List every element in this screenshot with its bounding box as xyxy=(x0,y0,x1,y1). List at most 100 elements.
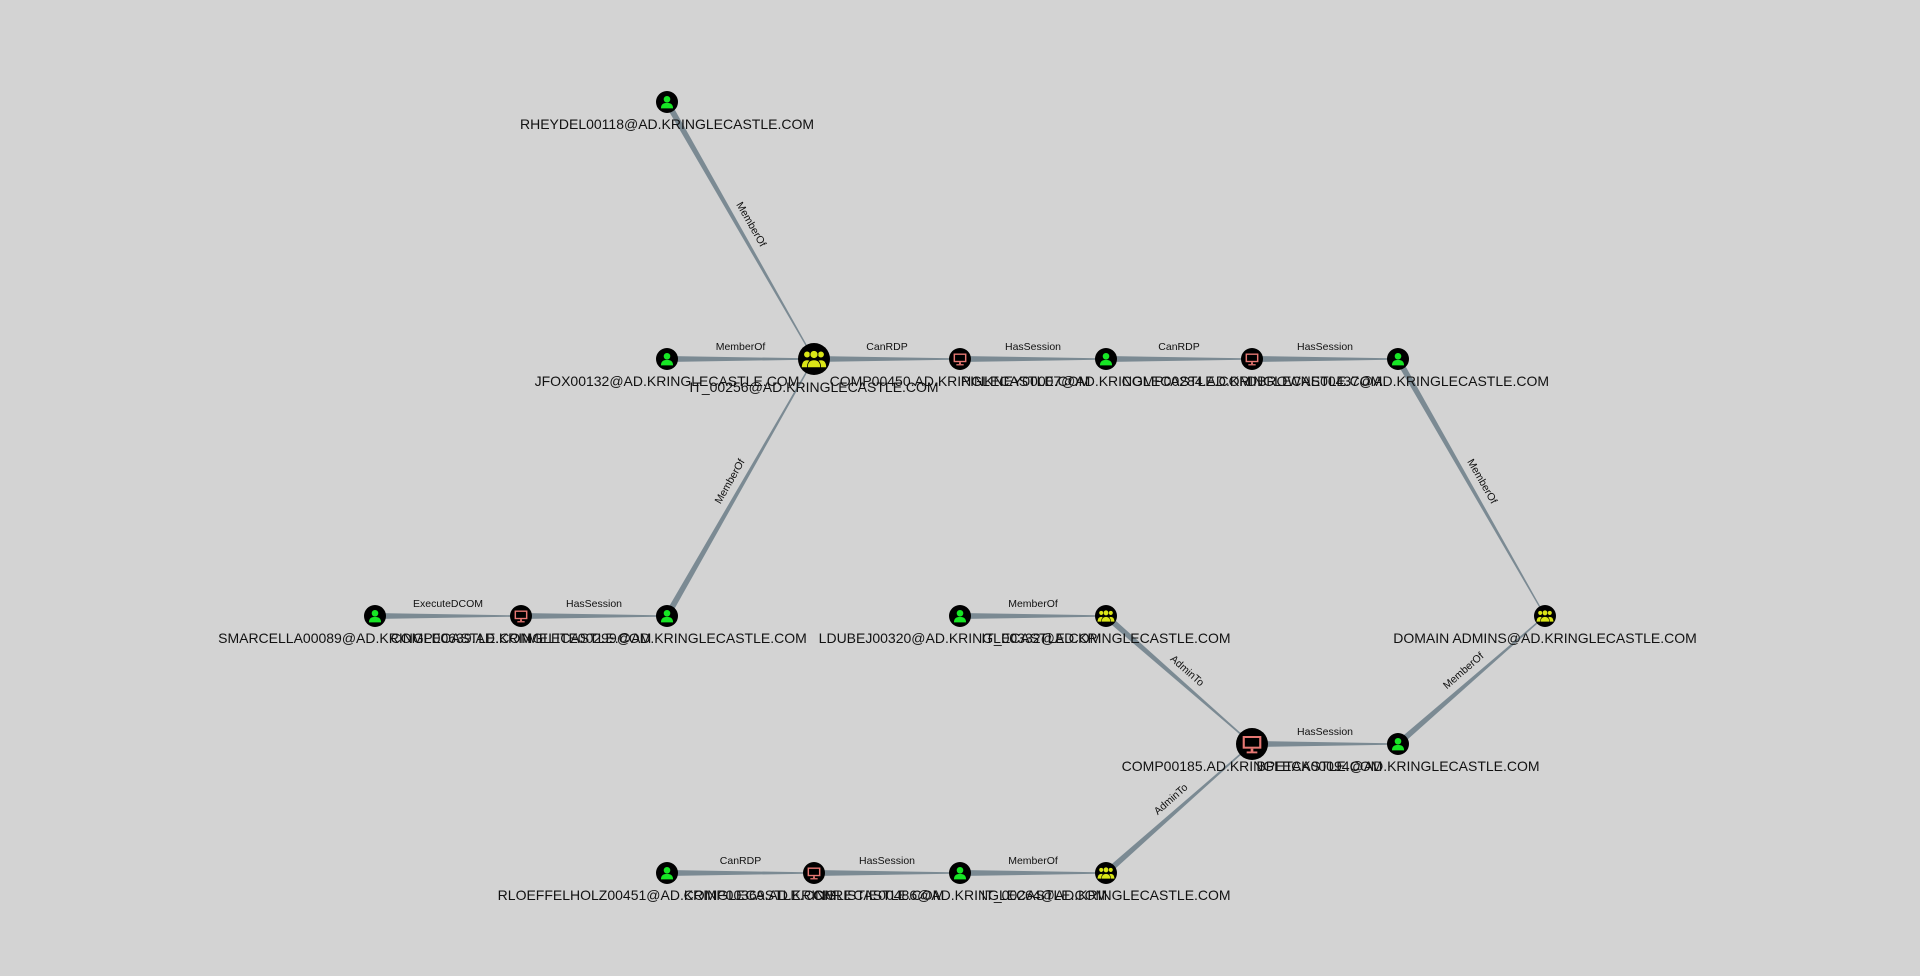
edge-executedcom[interactable]: ExecuteDCOM xyxy=(375,598,521,619)
node-computer[interactable]: COMP00185.AD.KRINGLECASTLE.COM xyxy=(1122,728,1383,774)
edge-memberof[interactable]: MemberOf xyxy=(664,100,815,360)
edge-line[interactable] xyxy=(664,100,815,360)
node-label: COMP00369.AD.KRINGLECASTLE.COM xyxy=(684,887,945,903)
node-group[interactable]: IT_00332@AD.KRINGLECASTLE.COM xyxy=(981,605,1231,646)
node-label: COMP00284.AD.KRINGLECASTLE.COM xyxy=(1122,373,1383,389)
node-computer[interactable]: COMP00450.AD.KRINGLECASTLE.COM xyxy=(830,348,1091,389)
edge-memberof[interactable]: MemberOf xyxy=(667,341,814,362)
edge-hassession[interactable]: HasSession xyxy=(521,598,667,619)
node-computer[interactable]: COMP00639.AD.KRINGLECASTLE.COM xyxy=(391,605,652,646)
edge-line[interactable] xyxy=(814,870,960,876)
edge-line[interactable] xyxy=(960,613,1106,619)
edge-line[interactable] xyxy=(667,356,814,362)
edge-hassession[interactable]: HasSession xyxy=(1252,726,1398,747)
edge-line[interactable] xyxy=(667,870,814,876)
edge-line[interactable] xyxy=(1106,356,1252,362)
edge-label: ExecuteDCOM xyxy=(413,598,483,610)
edge-hassession[interactable]: HasSession xyxy=(814,855,960,876)
edge-memberof[interactable]: MemberOf xyxy=(960,598,1106,619)
node-circle[interactable] xyxy=(1534,605,1556,627)
edge-label: AdminTo xyxy=(1152,781,1191,817)
nodes-layer: RHEYDEL00118@AD.KRINGLECASTLE.COM JFOX001… xyxy=(218,91,1697,903)
group-icon xyxy=(800,350,828,369)
node-label: COMP00639.AD.KRINGLECASTLE.COM xyxy=(391,630,652,646)
node-user[interactable]: JFOX00132@AD.KRINGLECASTLE.COM xyxy=(535,348,800,389)
edge-line[interactable] xyxy=(1104,743,1253,876)
node-circle[interactable] xyxy=(798,343,830,375)
node-label: DBROWNE00437@AD.KRINGLECASTLE.COM xyxy=(1247,373,1549,389)
edge-line[interactable] xyxy=(1252,741,1398,747)
computer-icon xyxy=(807,867,821,880)
group-icon xyxy=(1097,609,1115,623)
node-label: RLOEFFELHOLZ00451@AD.KRINGLECASTLE.COM xyxy=(498,887,837,903)
node-label: RHEYDEL00118@AD.KRINGLECASTLE.COM xyxy=(520,116,814,132)
computer-icon xyxy=(1242,736,1262,754)
node-circle[interactable] xyxy=(1095,862,1117,884)
node-user[interactable]: PINKNEY00007@AD.KRINGLECASTLE.COM xyxy=(961,348,1251,389)
user-icon xyxy=(660,95,674,109)
edge-line[interactable] xyxy=(814,356,960,362)
edge-line[interactable] xyxy=(1395,357,1546,617)
node-computer[interactable]: COMP00284.AD.KRINGLECASTLE.COM xyxy=(1122,348,1383,389)
user-icon xyxy=(1099,352,1113,366)
edge-line[interactable] xyxy=(960,356,1106,362)
user-icon xyxy=(1391,352,1405,366)
computer-icon xyxy=(1245,353,1259,366)
node-label: IT_00264@AD.KRINGLECASTLE.COM xyxy=(981,887,1230,903)
edge-canrdp[interactable]: CanRDP xyxy=(1106,341,1252,362)
edge-canrdp[interactable]: CanRDP xyxy=(814,341,960,362)
node-user[interactable]: SMARCELLA00089@AD.KRINGLECASTLE.COM xyxy=(218,605,532,646)
node-label: COMP00450.AD.KRINGLECASTLE.COM xyxy=(830,373,1091,389)
node-user[interactable]: LDUBEJ00320@AD.KRINGLECASTLE.COM xyxy=(819,605,1102,646)
user-icon xyxy=(660,609,674,623)
edge-label: HasSession xyxy=(859,855,915,867)
edge-canrdp[interactable]: CanRDP xyxy=(667,855,814,876)
node-group[interactable]: IT_00264@AD.KRINGLECASTLE.COM xyxy=(981,862,1231,903)
edge-label: AdminTo xyxy=(1168,653,1207,689)
edge-label: MemberOf xyxy=(1008,598,1058,610)
edge-label: HasSession xyxy=(1297,726,1353,738)
node-label: BPETAK00094@AD.KRINGLECASTLE.COM xyxy=(1256,758,1539,774)
node-label: PINKNEY00007@AD.KRINGLECASTLE.COM xyxy=(961,373,1251,389)
user-icon xyxy=(660,352,674,366)
edge-line[interactable] xyxy=(664,358,815,618)
edge-line[interactable] xyxy=(1252,356,1398,362)
node-group[interactable]: IT_00256@AD.KRINGLECASTLE.COM xyxy=(689,343,939,395)
user-icon xyxy=(953,866,967,880)
user-icon xyxy=(660,866,674,880)
node-label: MELITE00299@AD.KRINGLECASTLE.COM xyxy=(527,630,807,646)
edge-line[interactable] xyxy=(960,870,1106,876)
edge-memberof[interactable]: MemberOf xyxy=(960,855,1106,876)
node-group[interactable]: DOMAIN ADMINS@AD.KRINGLECASTLE.COM xyxy=(1393,605,1697,646)
edge-label: MemberOf xyxy=(716,341,766,353)
edge-hassession[interactable]: HasSession xyxy=(960,341,1106,362)
edge-line[interactable] xyxy=(521,613,667,619)
node-user[interactable]: RLOEFFELHOLZ00451@AD.KRINGLECASTLE.COM xyxy=(498,862,837,903)
user-icon xyxy=(1391,737,1405,751)
edge-label: CanRDP xyxy=(866,341,907,353)
edge-line[interactable] xyxy=(375,613,521,619)
node-computer[interactable]: COMP00369.AD.KRINGLECASTLE.COM xyxy=(684,862,945,903)
node-user[interactable]: BPETAK00094@AD.KRINGLECASTLE.COM xyxy=(1256,733,1540,774)
group-icon xyxy=(1536,609,1554,623)
group-icon xyxy=(1097,866,1115,880)
edge-line[interactable] xyxy=(1104,613,1253,745)
computer-icon xyxy=(953,353,967,366)
node-user[interactable]: MELITE00299@AD.KRINGLECASTLE.COM xyxy=(527,605,807,646)
edge-line[interactable] xyxy=(1396,615,1546,747)
edge-hassession[interactable]: HasSession xyxy=(1252,341,1398,362)
edge-label: CanRDP xyxy=(1158,341,1199,353)
node-label: DOMAIN ADMINS@AD.KRINGLECASTLE.COM xyxy=(1393,630,1697,646)
node-label: IT_00332@AD.KRINGLECASTLE.COM xyxy=(981,630,1230,646)
edge-label: HasSession xyxy=(566,598,622,610)
node-circle[interactable] xyxy=(1095,605,1117,627)
edge-memberof[interactable]: MemberOf xyxy=(664,358,815,618)
edge-label: CanRDP xyxy=(720,855,761,867)
node-user[interactable]: DBROWNE00437@AD.KRINGLECASTLE.COM xyxy=(1247,348,1549,389)
node-user[interactable]: CHRISTIE00486@AD.KRINGLECASTLE.COM xyxy=(813,862,1107,903)
edge-label: HasSession xyxy=(1005,341,1061,353)
node-user[interactable]: RHEYDEL00118@AD.KRINGLECASTLE.COM xyxy=(520,91,814,132)
edge-memberof[interactable]: MemberOf xyxy=(1395,357,1546,617)
